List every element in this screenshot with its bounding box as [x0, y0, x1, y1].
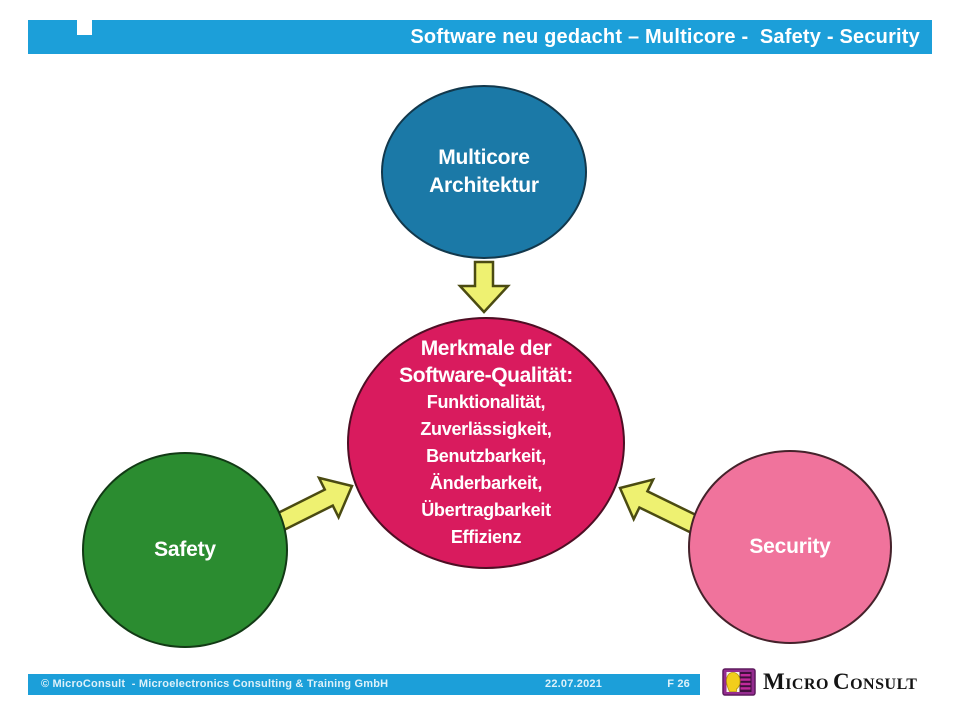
center-heading-line1: Merkmale der — [420, 337, 552, 360]
slide-title: Software neu gedacht – Multicore - Safet… — [410, 26, 920, 48]
top-circle-label-line2: Architektur — [429, 174, 539, 197]
quality-item: Änderbarkeit, — [429, 473, 543, 493]
safety-circle-label: Safety — [154, 538, 216, 561]
quality-item: Benutzbarkeit, — [426, 446, 546, 466]
quality-item: Übertragbarkeit — [421, 500, 551, 520]
header-notch — [77, 20, 92, 35]
multicore-architektur-circle: Multicore Architektur — [381, 85, 587, 259]
logo-word-micro: Micro — [763, 669, 829, 694]
quality-item: Effizienz — [450, 527, 522, 547]
safety-circle: Safety — [82, 452, 288, 648]
software-qualitaet-circle: Merkmale der Software-Qualität: Funktion… — [347, 317, 625, 569]
top-circle-label-line1: Multicore — [438, 146, 530, 169]
footer-copyright: © MicroConsult - Microelectronics Consul… — [41, 678, 389, 690]
logo-word-consult: Consult — [833, 669, 918, 694]
microconsult-logo-icon — [722, 668, 756, 696]
quality-item: Zuverlässigkeit, — [420, 419, 552, 439]
footer-date: 22.07.2021 — [545, 678, 603, 690]
security-circle: Security — [688, 450, 892, 644]
security-circle-label: Security — [749, 535, 831, 558]
footer-page-number: F 26 — [667, 678, 690, 690]
quality-item: Funktionalität, — [426, 392, 546, 412]
header-bar: Software neu gedacht – Multicore - Safet… — [28, 20, 932, 54]
arrow-top-down-icon — [457, 260, 511, 314]
center-heading-line2: Software-Qualität: — [399, 364, 573, 387]
footer-bar: © MicroConsult - Microelectronics Consul… — [28, 674, 700, 695]
